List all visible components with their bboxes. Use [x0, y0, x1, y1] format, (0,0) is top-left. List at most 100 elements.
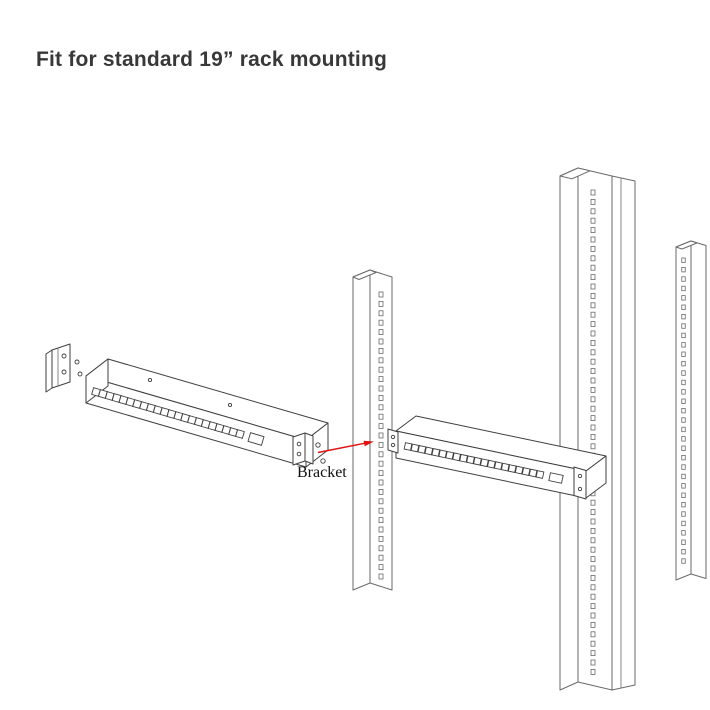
rack-hole	[378, 573, 384, 580]
rj45-port	[431, 447, 441, 457]
rack-hole	[378, 554, 384, 561]
screw-hole	[61, 369, 67, 375]
rack-hole	[681, 511, 686, 517]
rack-hole	[590, 575, 596, 581]
rack-hole	[378, 338, 384, 345]
bracket-flange	[304, 432, 314, 465]
rack-hole	[590, 509, 596, 516]
rj45-port	[417, 445, 427, 454]
rj45-port	[535, 470, 545, 479]
rack-hole	[681, 445, 686, 451]
ear-bracket-right	[292, 432, 326, 466]
screw-hole	[390, 442, 396, 448]
rack-hole	[681, 370, 686, 376]
rack-hole	[378, 545, 384, 552]
rack-hole	[681, 295, 686, 301]
screw	[320, 458, 326, 464]
rack-hole	[590, 537, 596, 544]
rack-holes-layer	[378, 189, 686, 675]
power-socket	[247, 432, 265, 446]
patch-panel-floating	[85, 358, 329, 468]
rack-hole	[681, 483, 686, 489]
rack-hole	[590, 415, 596, 422]
mounting-bracket-right	[573, 466, 587, 500]
screw-hole	[577, 486, 583, 492]
rack-hole	[590, 208, 596, 215]
rail-top-cap	[352, 269, 377, 280]
rack-hole	[681, 351, 686, 357]
rack-hole	[378, 526, 384, 533]
rj45-port	[486, 459, 496, 469]
rack-hole	[681, 398, 686, 404]
rack-hole	[681, 436, 686, 442]
rack-hole	[590, 612, 596, 619]
rack-hole	[681, 426, 686, 433]
rack-hole	[378, 310, 384, 317]
rack-hole	[590, 274, 596, 281]
page-title: Fit for standard 19” rack mounting	[36, 48, 388, 71]
rack-hole	[681, 379, 686, 386]
rj45-port	[480, 458, 489, 468]
power-socket	[548, 472, 564, 484]
screw-hole	[296, 441, 302, 447]
rack-hole	[378, 366, 384, 373]
rail-front-face	[690, 240, 707, 579]
arrow-head	[363, 440, 374, 447]
screw	[315, 442, 321, 448]
rack-hole	[590, 556, 596, 562]
bracket-plate	[292, 432, 306, 466]
rack-hole	[590, 292, 596, 299]
rack-hole	[378, 357, 384, 364]
rack-hole	[378, 488, 384, 495]
rack-hole	[378, 300, 384, 307]
top-screw	[227, 402, 233, 408]
rack-hole	[378, 385, 384, 392]
rack-hole	[378, 470, 384, 477]
rack-hole	[590, 227, 596, 234]
rj45-port	[500, 462, 510, 472]
rack-hole	[681, 323, 686, 329]
arrow-shaft	[317, 442, 366, 454]
rack-hole	[681, 417, 686, 423]
rj45-port	[410, 443, 420, 453]
rack-hole	[681, 454, 686, 461]
rack-hole	[590, 528, 596, 534]
rack-hole	[681, 360, 686, 367]
rack-hole	[378, 498, 384, 505]
rack-hole	[378, 404, 384, 411]
screw-hole	[61, 353, 67, 359]
rack-hole	[681, 304, 686, 310]
rack-hole	[378, 507, 384, 514]
rail-side-face	[352, 269, 371, 591]
rj45-port	[473, 456, 482, 466]
rack-hole	[378, 413, 384, 420]
rj45-port	[452, 452, 462, 462]
rack-hole	[378, 319, 384, 326]
rj45-port	[493, 461, 503, 471]
rack-hole	[590, 302, 596, 309]
rack-hole	[590, 443, 596, 450]
rack-hole	[681, 285, 686, 292]
rack-hole	[590, 650, 596, 656]
rack-hole	[590, 377, 596, 384]
rack-hole	[681, 389, 686, 395]
rack-hole	[681, 530, 686, 536]
rail-flange	[611, 175, 636, 691]
rack-hole	[378, 441, 384, 448]
rack-hole	[590, 396, 596, 403]
rack-hole	[590, 631, 596, 638]
rack-rail-front-right	[559, 167, 636, 691]
rail-side-face	[559, 167, 579, 691]
rj45-port	[507, 464, 517, 474]
rack-hole	[590, 245, 596, 252]
rack-hole	[681, 473, 686, 480]
rack-hole	[378, 291, 384, 298]
rack-hole	[590, 283, 596, 290]
panel-left-end-face	[85, 358, 109, 404]
rack-hole	[590, 358, 596, 365]
rack-hole	[378, 423, 384, 430]
rj45-port	[521, 467, 531, 476]
rack-hole	[681, 266, 686, 273]
rack-hole	[378, 564, 384, 570]
